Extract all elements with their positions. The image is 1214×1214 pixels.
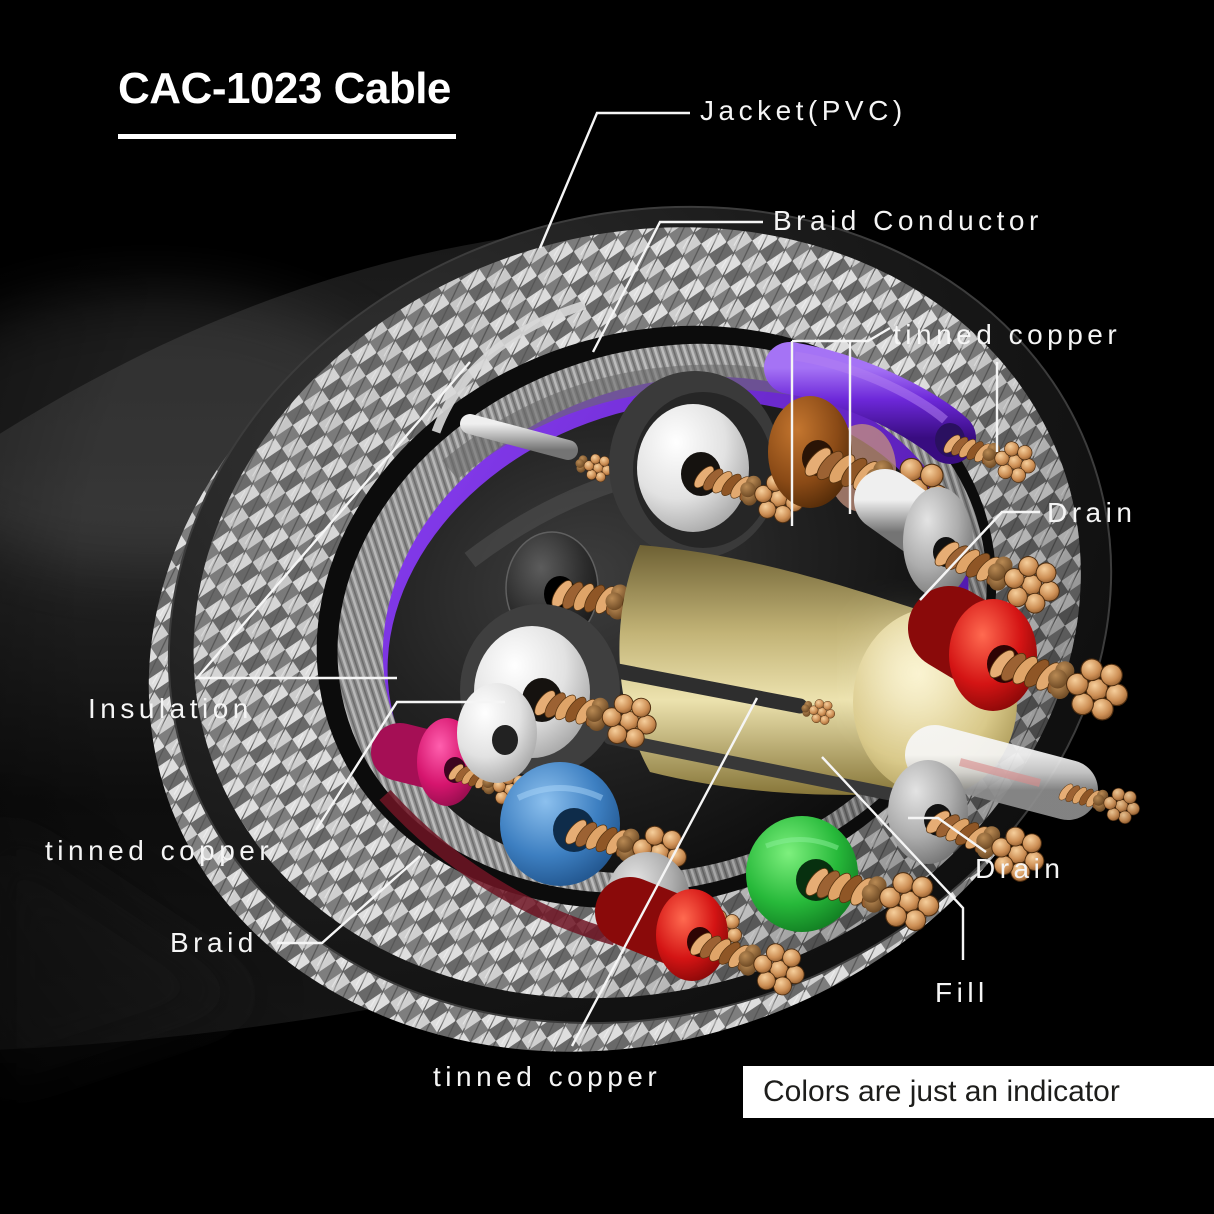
label-braid-conductor: Braid Conductor bbox=[773, 205, 1043, 236]
label-drain-right: Drain bbox=[1047, 497, 1137, 528]
label-braid: Braid bbox=[170, 927, 258, 958]
title-underline bbox=[118, 134, 456, 139]
label-jacket-pvc: Jacket(PVC) bbox=[700, 95, 907, 126]
label-tinned-copper-bottom: tinned copper bbox=[433, 1061, 662, 1092]
page-title: CAC-1023 Cable bbox=[118, 64, 451, 113]
label-fill: Fill bbox=[935, 977, 989, 1008]
banner-text: Colors are just an indicator bbox=[763, 1075, 1120, 1108]
label-drain-bottom: Drain bbox=[975, 853, 1065, 884]
label-tinned-copper-top: tinned copper bbox=[893, 319, 1122, 350]
color-indicator-banner: Colors are just an indicator bbox=[743, 1066, 1214, 1118]
label-insulation: Insulation bbox=[88, 693, 253, 724]
label-tinned-copper-left: tinned copper bbox=[45, 835, 274, 866]
